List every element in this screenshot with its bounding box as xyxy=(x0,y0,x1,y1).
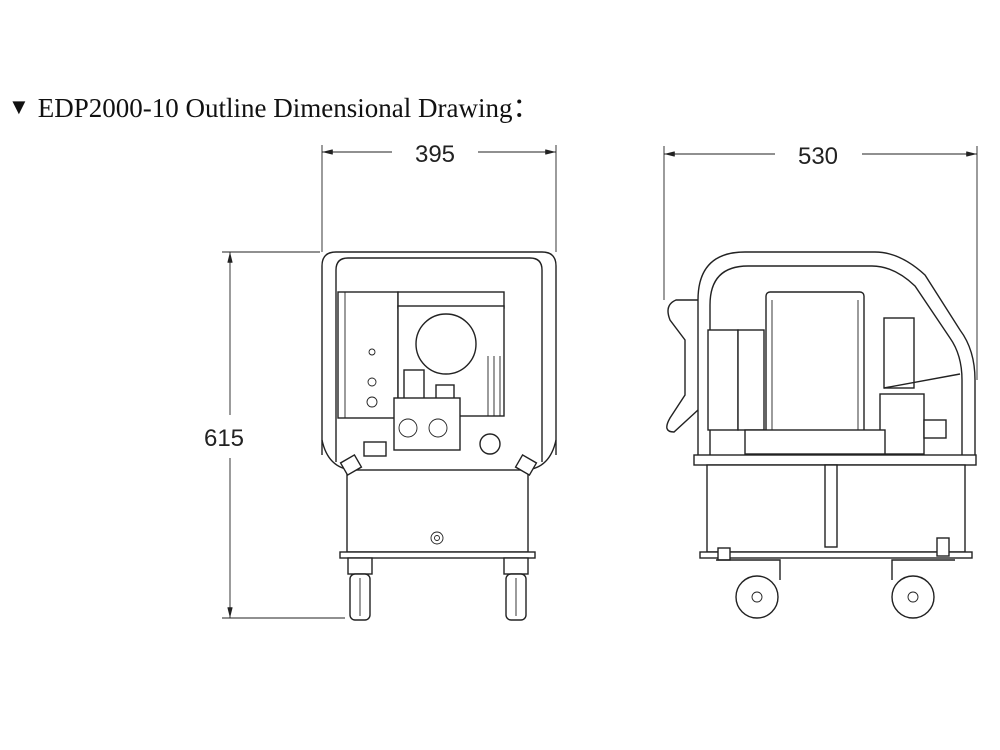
width-front-label: 395 xyxy=(415,141,455,168)
length-side-label: 530 xyxy=(798,143,838,170)
side-wheel-right xyxy=(891,537,955,619)
dimension-width-front: 395 xyxy=(321,141,557,252)
caster-wheel-left xyxy=(347,557,373,621)
title-text: EDP2000-10 Outline Dimensional Drawing： xyxy=(37,93,540,123)
caster-wheel-right xyxy=(503,557,529,621)
side-view xyxy=(666,251,977,619)
front-view xyxy=(321,251,557,621)
triangle-marker-icon: ▼ xyxy=(8,94,30,119)
dimension-height: 615 xyxy=(204,251,345,619)
height-label: 615 xyxy=(204,425,244,452)
dimension-length-side: 530 xyxy=(663,143,978,380)
drawing-title: ▼ EDP2000-10 Outline Dimensional Drawing： xyxy=(8,86,539,125)
side-wheel-left xyxy=(716,547,781,619)
